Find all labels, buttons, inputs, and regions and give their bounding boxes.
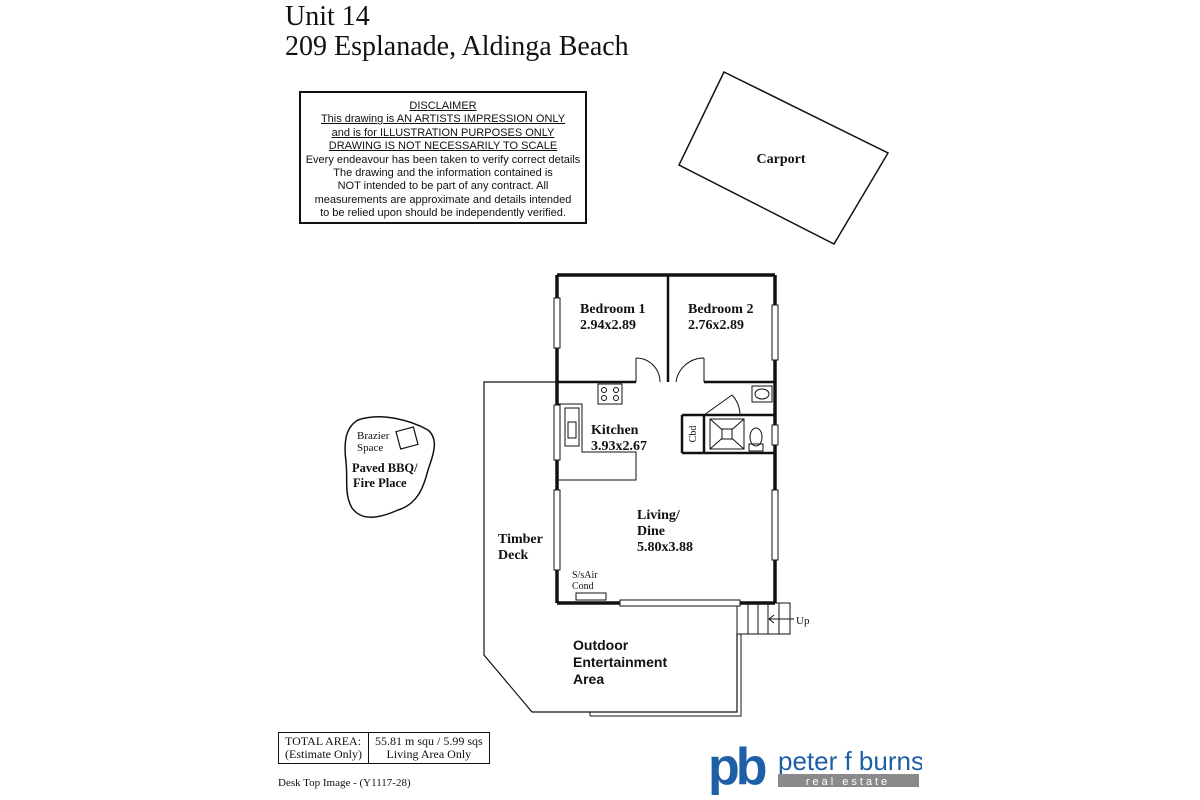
- disclaimer-line: DRAWING IS NOT NECESSARILY TO SCALE: [328, 140, 558, 153]
- unit-title: Unit 14: [285, 1, 370, 32]
- disclaimer-line: and is for ILLUSTRATION PURPOSES ONLY: [331, 126, 555, 139]
- disclaimer-line: to be relied upon should be independentl…: [320, 207, 566, 220]
- logo-tagline-bar: [778, 774, 919, 787]
- logo-monogram: pb: [708, 740, 766, 796]
- disclaimer-line: The drawing and the information containe…: [333, 167, 553, 180]
- total-area-value: 55.81 m squ / 5.99 sqs Living Area Only: [367, 732, 490, 764]
- total-area-measure: 55.81 m squ / 5.99 sqs: [374, 734, 483, 748]
- kitchen-fixtures: [558, 383, 637, 481]
- doors: [635, 357, 741, 416]
- total-area-label: TOTAL AREA: (Estimate Only): [278, 732, 369, 764]
- aircon-label-2: Cond: [572, 581, 594, 592]
- living-name-1: Living/: [637, 508, 681, 523]
- bedroom2-size: 2.76x2.89: [688, 318, 744, 333]
- disclaimer-line: Every endeavour has been taken to verify…: [305, 153, 581, 166]
- bbq-label-2: Fire Place: [353, 476, 407, 490]
- kitchen-name: Kitchen: [591, 423, 639, 438]
- bbq-label-1: Paved BBQ/: [352, 461, 418, 475]
- logo-name: peter f burns: [778, 746, 922, 776]
- up-label: Up: [796, 615, 810, 627]
- total-area-label-2: (Estimate Only): [285, 747, 362, 761]
- total-area-table: TOTAL AREA: (Estimate Only) 55.81 m squ …: [278, 732, 490, 764]
- bathroom-fixtures: [709, 385, 773, 452]
- deck-label-1: Timber: [498, 532, 543, 547]
- kitchen-size: 3.93x2.67: [591, 439, 647, 454]
- deck-outline: [483, 381, 738, 713]
- disclaimer-heading: DISCLAIMER: [409, 100, 477, 112]
- aircon-unit: [575, 592, 607, 601]
- living-name-2: Dine: [637, 524, 665, 539]
- address-title: 209 Esplanade, Aldinga Beach: [285, 31, 629, 62]
- bbq-outline: [344, 416, 436, 518]
- outdoor-label-1: Outdoor: [573, 637, 629, 653]
- carport-label: Carport: [757, 152, 806, 167]
- bedroom1-size: 2.94x2.89: [580, 318, 636, 333]
- deck-label-2: Deck: [498, 548, 529, 563]
- total-area-label-1: TOTAL AREA:: [285, 734, 362, 748]
- brazier-label-1: Brazier: [357, 430, 390, 442]
- steps: [736, 602, 794, 635]
- aircon-label-1: S/sAir: [572, 570, 598, 581]
- deck-edge: [590, 634, 742, 717]
- bedroom2-name: Bedroom 2: [688, 302, 753, 317]
- cupboard-label: Cbd: [688, 426, 699, 443]
- outdoor-label-2: Entertainment: [573, 654, 667, 670]
- disclaimer-line: measurements are approximate and details…: [314, 193, 572, 206]
- brazier-label-2: Space: [357, 442, 383, 454]
- disclaimer-line: This drawing is AN ARTISTS IMPRESSION ON…: [320, 113, 566, 126]
- outdoor-label-3: Area: [573, 671, 604, 687]
- interior-walls: [557, 275, 775, 455]
- disclaimer-box: DISCLAIMER This drawing is AN ARTISTS IM…: [299, 91, 587, 224]
- company-logo: pb peter f burns real estate: [708, 740, 922, 796]
- image-reference: Desk Top Image - (Y1117-28): [278, 777, 411, 789]
- brazier-box: [395, 426, 419, 450]
- disclaimer-line: NOT intended to be part of any contract.…: [337, 180, 549, 193]
- logo-tagline: real estate: [806, 776, 890, 788]
- bedroom1-name: Bedroom 1: [580, 302, 645, 317]
- total-area-note: Living Area Only: [386, 747, 472, 761]
- carport-outline: [678, 70, 890, 245]
- windows: [553, 297, 779, 607]
- living-size: 5.80x3.88: [637, 540, 693, 555]
